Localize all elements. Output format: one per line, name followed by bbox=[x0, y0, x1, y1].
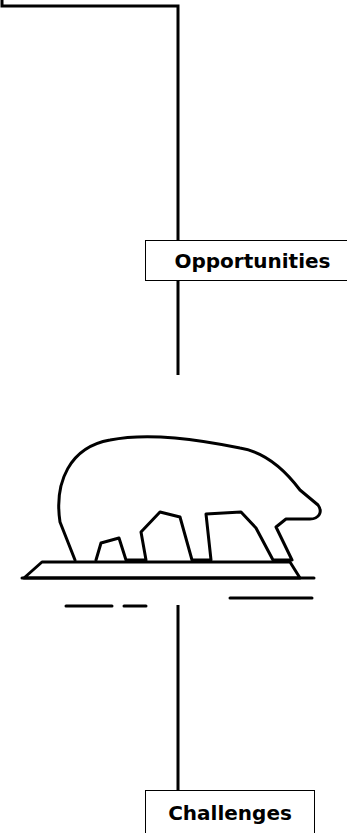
leader-line bbox=[2, 0, 178, 240]
box-label: Opportunities bbox=[174, 249, 330, 273]
polar-bear-icon bbox=[22, 437, 320, 606]
connector-line bbox=[178, 281, 179, 790]
box-label: Challenges bbox=[168, 801, 292, 825]
label-box: Challenges bbox=[145, 790, 315, 833]
label-box: Opportunities bbox=[145, 240, 347, 281]
